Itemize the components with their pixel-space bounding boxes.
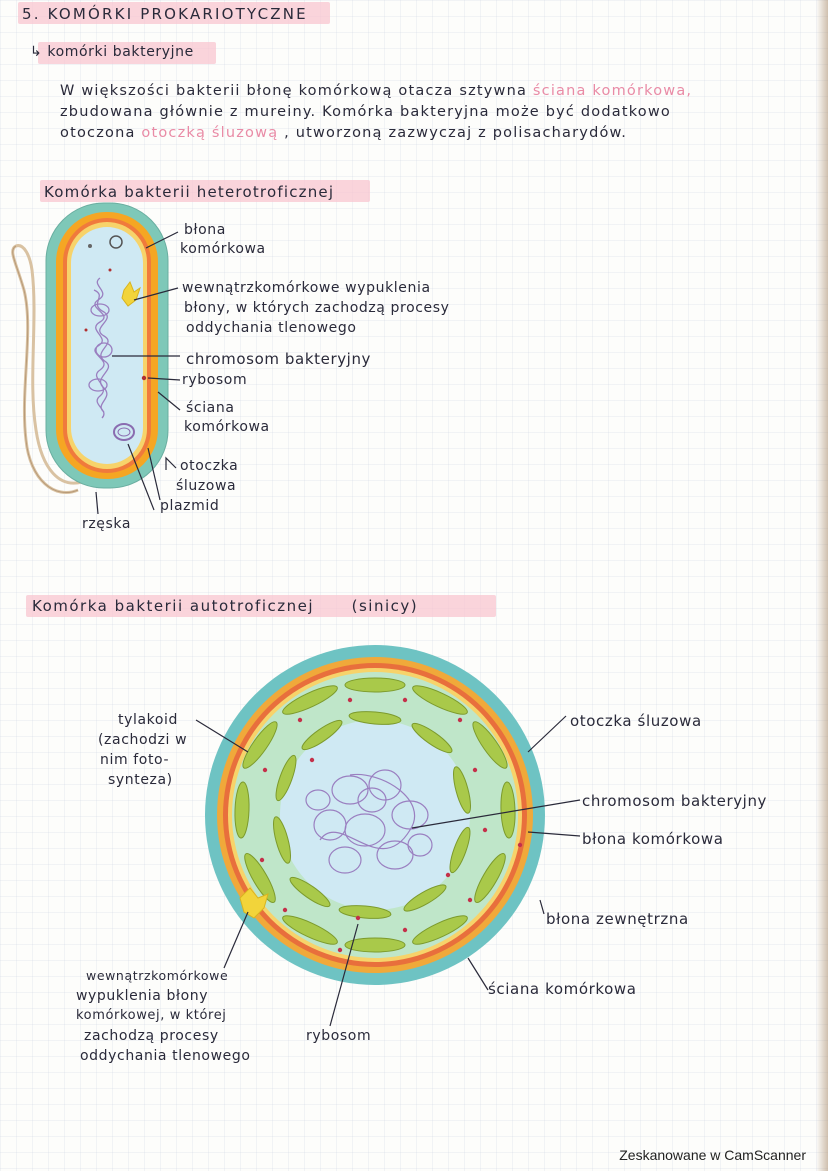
leader-flagellum	[95, 491, 99, 515]
chromosome	[88, 277, 113, 419]
label-outer-membrane: błona zewnętrzna	[546, 910, 689, 928]
cyano-chromosome	[305, 769, 433, 874]
label-cyano-invag-5: oddychania tlenowego	[80, 1048, 251, 1064]
label-wall-1: ściana	[186, 400, 235, 416]
term-capsule: otoczką śluzową	[141, 125, 279, 141]
plasmid	[113, 423, 135, 441]
leader-cyano-membrane	[527, 831, 581, 837]
leader-outer-membrane	[539, 899, 545, 915]
cyano-nucleoid-region	[280, 720, 470, 910]
section1-title-highlight	[40, 180, 370, 202]
label-plasmid: plazmid	[160, 498, 220, 514]
section2-title-text: Komórka bakterii autotroficznej	[32, 597, 315, 615]
leader-plasmid-b	[127, 443, 155, 511]
term-cell-wall: ściana komórkowa,	[532, 83, 693, 99]
label-capsule-2: śluzowa	[176, 478, 237, 494]
heterotrophic-cell-drawing	[11, 202, 181, 515]
leader-cyano-ribosome	[329, 923, 359, 1027]
leader-wall	[157, 391, 181, 411]
label-cyano-wall: ściana komórkowa	[488, 980, 637, 998]
cyano-ribosomes	[259, 697, 523, 953]
ribosome-dot	[108, 268, 112, 272]
intro-line-3: otoczona otoczką śluzową , utworzoną zaz…	[60, 125, 627, 141]
leader-membrane	[145, 231, 179, 249]
label-invag-2: błony, w których zachodzą procesy	[184, 300, 450, 316]
ribosome-dot	[88, 244, 92, 248]
page-subtitle: ↳ komórki bakteryjne	[30, 44, 194, 60]
leader-lines-section2	[195, 715, 581, 1027]
intro-line-3-pre: otoczona	[60, 125, 136, 141]
leader-thylakoid	[195, 719, 249, 753]
leader-cyano-wall	[467, 957, 489, 991]
leader-plasmid-a	[147, 447, 161, 501]
page-edge-shadow	[816, 0, 828, 1171]
label-invag-3: oddychania tlenowego	[186, 320, 357, 336]
label-capsule-1: otoczka	[180, 458, 239, 474]
page-title: 5. KOMÓRKI PROKARIOTYCZNE	[22, 5, 308, 23]
label-cyano-invag-4: zachodzą procesy	[84, 1028, 219, 1044]
subtitle-highlight	[38, 42, 216, 64]
leader-cyano-chromosome	[411, 799, 581, 829]
section2-title: Komórka bakterii autotroficznej (sinicy)	[32, 597, 418, 615]
label-thylakoid-3: nim foto-	[100, 752, 170, 768]
label-cyano-invag-3: komórkowej, w której	[76, 1008, 227, 1023]
label-cyano-chromosome: chromosom bakteryjny	[582, 792, 768, 810]
intro-line-3-post: , utworzoną zazwyczaj z polisacharydów.	[284, 125, 628, 141]
section2-title-paren: (sinicy)	[351, 597, 419, 615]
label-cyano-invag-1: wewnątrzkomórkowe	[86, 968, 229, 983]
cyano-invagination	[239, 887, 269, 919]
label-cyano-ribosome: rybosom	[306, 1028, 372, 1044]
ribosome-dot	[141, 375, 147, 381]
leader-capsule	[165, 456, 177, 470]
label-membrane-2: komórkowa	[180, 241, 266, 257]
label-flagellum: rzęska	[82, 516, 132, 532]
intro-line-1: W większości bakterii błonę komórkową ot…	[60, 83, 692, 99]
label-thylakoid-2: (zachodzi w	[98, 732, 188, 748]
label-invag-1: wewnątrzkomórkowe wypuklenia	[182, 280, 431, 296]
leader-lines-section1	[95, 231, 181, 515]
label-wall-2: komórkowa	[184, 419, 270, 435]
intro-line-1-text: W większości bakterii błonę komórkową ot…	[60, 83, 528, 99]
label-cyano-membrane: błona komórkowa	[582, 830, 724, 848]
label-chromosome: chromosom bakteryjny	[186, 350, 372, 368]
label-cyano-invag-2: wypuklenia błony	[76, 988, 209, 1004]
section1-title: Komórka bakterii heterotroficznej	[44, 183, 335, 201]
label-cyano-capsule: otoczka śluzowa	[570, 712, 702, 730]
ribosome-dot	[84, 328, 88, 332]
label-ribosome: rybosom	[182, 372, 248, 388]
flagellum-outline	[12, 245, 79, 493]
leader-ribosome	[147, 377, 181, 381]
scanner-watermark: Zeskanowane w CamScanner	[619, 1147, 806, 1163]
leader-cyano-capsule	[527, 715, 567, 753]
label-thylakoid-4: synteza)	[108, 772, 173, 788]
granule	[109, 235, 123, 249]
leader-cyano-invagination	[223, 911, 249, 969]
label-thylakoid-1: tylakoid	[118, 712, 178, 728]
label-membrane-1: błona	[184, 222, 226, 238]
cyanobacterium-drawing	[195, 645, 581, 1027]
thylakoids	[234, 677, 516, 953]
intro-line-2: zbudowana głównie z mureiny. Komórka bak…	[60, 104, 671, 120]
plasmid-inner	[117, 427, 131, 437]
leader-invagination	[133, 287, 179, 301]
title-highlight	[18, 2, 330, 24]
section2-title-highlight	[26, 595, 496, 617]
